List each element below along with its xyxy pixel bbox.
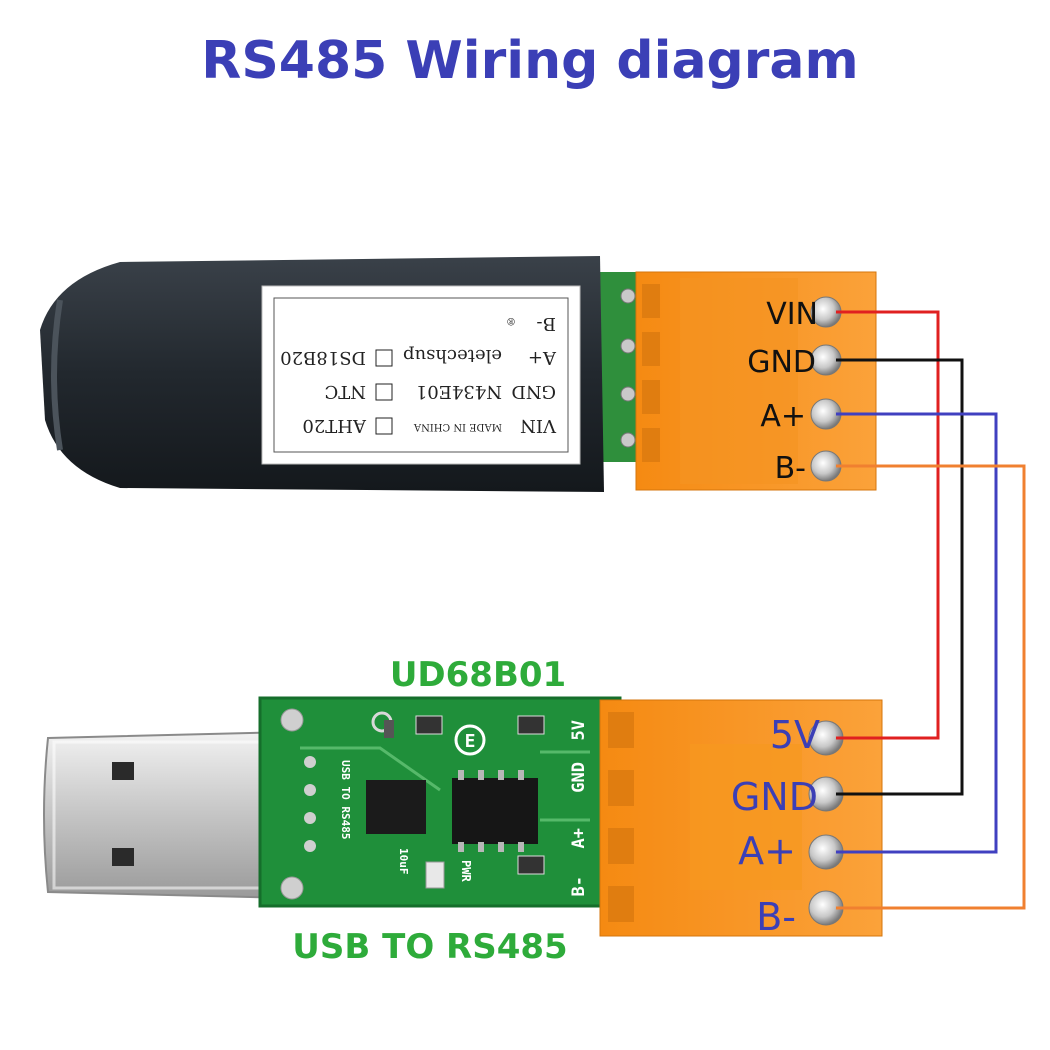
upper-terminal-screws [810, 296, 842, 482]
lower-label-a: A+ [738, 829, 796, 873]
svg-text:E: E [465, 731, 476, 752]
lower-label-gnd: GND [731, 775, 818, 819]
upper-terminal-slots [642, 284, 660, 462]
lower-terminal-slots [608, 712, 634, 922]
pcb-mark-usb-rs485: USB TO RS485 [339, 760, 352, 839]
pcb-mark-cap: 10uF [397, 848, 410, 875]
option-checkbox-ntc [375, 383, 393, 401]
sticker-pin-vin: VIN [520, 415, 557, 436]
upper-label-a: A+ [760, 399, 806, 434]
upper-label-vin: VIN [766, 297, 818, 332]
chip-pins [458, 770, 524, 852]
wires [836, 310, 1026, 910]
option-checkbox-aht20 [375, 417, 393, 435]
lower-module: E USB TO RS485 PWR 10uF 5V GND A+ B- 5V … [43, 696, 883, 939]
sticker-border [273, 297, 569, 453]
lower-terminal-clip [690, 744, 802, 890]
sticker-content: VIN GND A+ B- MADE IN CHINA N434E01 elet… [280, 313, 557, 436]
sticker-brand: eletechsup [403, 345, 502, 366]
pcb-silk-b: B- [569, 876, 589, 896]
ce-mark-icon: E [454, 724, 486, 756]
pcb-traces [300, 746, 590, 822]
upper-sticker [261, 285, 581, 465]
sticker-option-ntc: NTC [324, 381, 366, 402]
sticker-pin-b: B- [536, 313, 556, 334]
wire-b-b [836, 464, 1026, 910]
wire-vin-5v [836, 310, 940, 740]
upper-terminal-clip [680, 278, 798, 484]
upper-side-pins [620, 288, 636, 448]
sticker-option-aht20: AHT20 [302, 415, 367, 436]
usb-plug-icon [43, 730, 293, 900]
sticker-model: N434E01 [416, 381, 502, 402]
upper-label-gnd: GND [747, 345, 816, 380]
pcb-chip-main [452, 778, 538, 844]
sticker-made-in: MADE IN CHINA [413, 421, 502, 432]
upper-module: VIN GND A+ B- MADE IN CHINA N434E01 elet… [40, 256, 877, 492]
pcb-components [384, 715, 545, 889]
housing-edge-highlight [51, 299, 63, 451]
pcb-chip-small [366, 780, 426, 834]
pcb-mark-pwr: PWR [459, 860, 473, 882]
lower-terminal-screws [808, 720, 844, 926]
page-title: RS485 Wiring diagram [201, 31, 858, 91]
lower-label-5v: 5V [770, 713, 820, 757]
option-checkbox-ds18b20 [375, 349, 393, 367]
lower-module-name: UD68B01 [390, 655, 566, 695]
wire-gnd-gnd [836, 358, 964, 796]
lower-module-caption: USB TO RS485 [292, 927, 567, 967]
sticker-pin-gnd: GND [511, 381, 556, 402]
sticker-option-ds18b20: DS18B20 [280, 347, 366, 368]
wire-a-a [836, 412, 998, 854]
sticker-pin-a: A+ [528, 347, 557, 368]
pcb-silk-gnd: GND [569, 762, 589, 793]
upper-label-b: B- [775, 451, 806, 486]
pcb-silk-5v: 5V [569, 720, 589, 740]
lower-label-b: B- [756, 895, 796, 939]
pcb-silk-a: A+ [569, 828, 589, 848]
registered-icon: ® [506, 315, 516, 326]
